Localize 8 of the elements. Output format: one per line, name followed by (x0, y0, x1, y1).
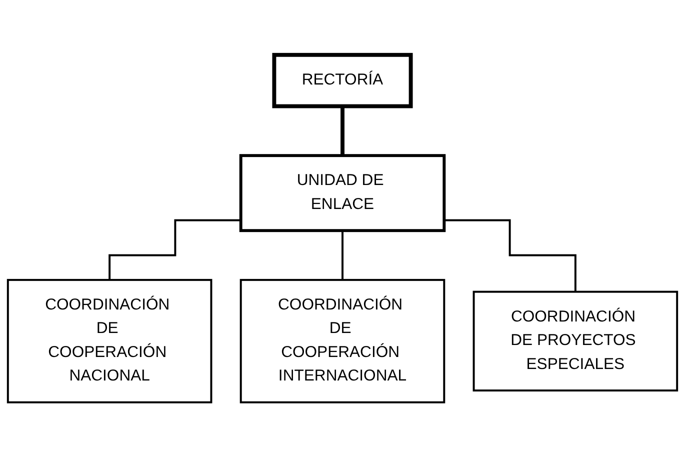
node-box: COORDINACIÓN DE PROYECTOS ESPECIALES (472, 291, 678, 392)
connector (108, 220, 241, 282)
node-box: COORDINACIÓN DE COOPERACIÓN INTERNACIONAL (240, 279, 446, 404)
node-box: RECTORÍA (272, 53, 413, 109)
node-box: COORDINACIÓN DE COOPERACIÓN NACIONAL (6, 279, 212, 404)
connector (444, 220, 576, 294)
node-box: UNIDAD DE ENLACE (239, 154, 446, 232)
connector (342, 230, 344, 282)
